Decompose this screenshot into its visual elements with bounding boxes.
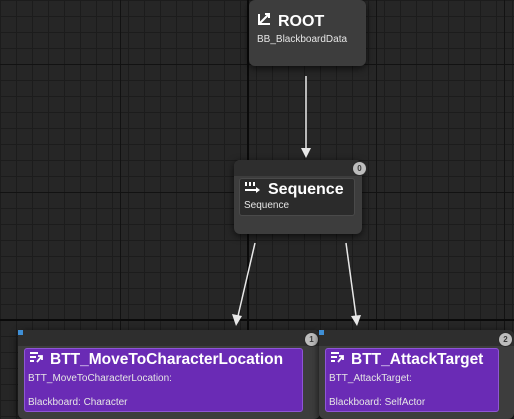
- task-2-input-strip: [319, 330, 514, 346]
- root-icon: [257, 12, 272, 31]
- wire-root-to-sequence-arrowhead: [301, 148, 311, 158]
- sequence-node[interactable]: Sequence Sequence: [234, 160, 362, 234]
- task-2-blackboard-key: Blackboard: SelfActor: [329, 397, 426, 408]
- task-icon: [330, 351, 345, 369]
- task-1-blackboard-key: Blackboard: Character: [28, 397, 128, 408]
- task-2-title-row: BTT_AttackTarget: [330, 351, 483, 369]
- task-2-title: BTT_AttackTarget: [351, 351, 484, 368]
- sequence-node-inner: Sequence Sequence: [239, 178, 355, 216]
- sequence-execution-index: 0: [353, 162, 366, 175]
- root-node-title-row: ROOT: [257, 12, 347, 31]
- wire-sequence-to-task-1: [237, 242, 256, 317]
- sequence-node-title-row: Sequence: [244, 180, 344, 199]
- task-1-title-row: BTT_MoveToCharacterLocation: [29, 351, 283, 369]
- root-node-body: ROOT BB_BlackboardData: [257, 12, 348, 46]
- root-node-title: ROOT: [278, 12, 325, 30]
- root-node[interactable]: ROOT BB_BlackboardData: [249, 0, 366, 66]
- task-1-body: BTT_MoveToCharacterLocation BTT_MoveToCh…: [24, 348, 303, 412]
- task-2-execution-index: 2: [499, 333, 512, 346]
- task-1-subtitle: BTT_MoveToCharacterLocation:: [28, 373, 172, 384]
- task-node-attack-target[interactable]: BTT_AttackTarget BTT_AttackTarget: Black…: [319, 330, 514, 419]
- task-2-subtitle: BTT_AttackTarget:: [329, 373, 412, 384]
- wire-sequence-to-task-1-arrowhead: [232, 314, 242, 326]
- sequence-node-body: Sequence Sequence: [244, 180, 344, 212]
- grid-axis-horizontal: [0, 319, 514, 321]
- task-icon: [29, 351, 44, 369]
- sequence-node-subtitle: Sequence: [244, 200, 290, 211]
- task-1-breakpoint-marker: [18, 330, 23, 335]
- task-2-breakpoint-marker: [319, 330, 324, 335]
- sequence-input-strip: [234, 160, 362, 176]
- task-2-body: BTT_AttackTarget BTT_AttackTarget: Black…: [325, 348, 499, 412]
- sequence-node-title: Sequence: [268, 180, 344, 198]
- root-node-subtitle: BB_BlackboardData: [257, 34, 348, 45]
- task-node-move-to-character[interactable]: BTT_MoveToCharacterLocation BTT_MoveToCh…: [18, 330, 320, 419]
- sequence-icon: [244, 180, 262, 199]
- wire-sequence-to-task-2: [345, 242, 357, 317]
- task-1-execution-index: 1: [305, 333, 318, 346]
- task-1-input-strip: [18, 330, 320, 346]
- wire-sequence-to-task-2-arrowhead: [351, 315, 361, 326]
- task-1-title: BTT_MoveToCharacterLocation: [50, 351, 284, 368]
